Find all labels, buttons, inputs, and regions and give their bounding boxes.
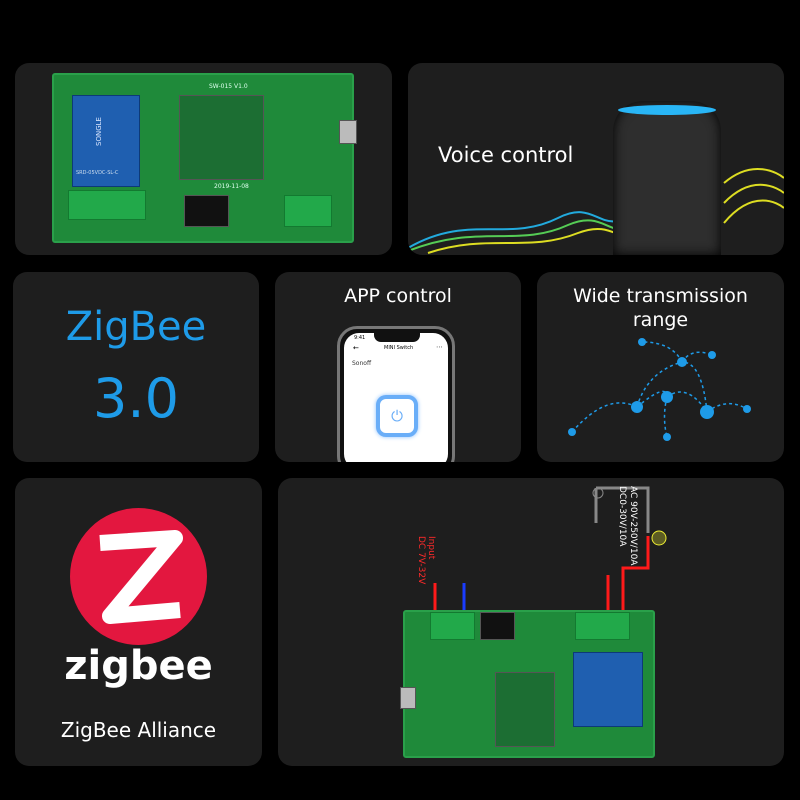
phone-notch [374, 333, 420, 342]
voice-control-panel: Voice control [408, 63, 784, 255]
range-label-line2: range [632, 309, 689, 331]
relay-model: SRD-05VDC-SL-C [76, 170, 119, 176]
back-arrow-icon[interactable]: ← [353, 344, 359, 352]
antenna [184, 195, 229, 227]
network-diagram [568, 338, 751, 441]
zigbee-module [179, 95, 264, 180]
speaker-light-ring [618, 105, 716, 115]
power-terminal [284, 195, 332, 227]
smart-speaker [613, 101, 721, 255]
phone: 9:41 ← MINI Switch ⋯ Sonoff ⏻ [337, 326, 455, 462]
voice-control-label: Voice control [438, 143, 574, 167]
zigbee-title: ZigBee [65, 304, 207, 350]
app-control-panel: APP control 9:41 ← MINI Switch ⋯ Sonoff … [275, 272, 521, 462]
phone-time: 9:41 [354, 335, 366, 341]
phone-brand: Sonoff [352, 360, 372, 367]
output-terminal [575, 612, 630, 640]
silkscreen-date: 2019-11-08 [214, 183, 249, 190]
antenna [480, 612, 515, 640]
zigbee-version-panel: ZigBee 3.0 [13, 272, 259, 462]
zigbee-version: 3.0 [93, 367, 179, 430]
relay: SONGLE [72, 95, 140, 187]
board-photo-panel: SONGLE SW-015 V1.0 2019-11-08 SRD-05VDC-… [15, 63, 392, 255]
input-terminal [430, 612, 475, 640]
app-control-label: APP control [344, 285, 452, 307]
phone-title: MINI Switch [384, 345, 414, 351]
wiring-lines [433, 486, 667, 613]
bulb-icon [651, 530, 667, 546]
terminal-block [68, 190, 146, 220]
zigbee-alliance-panel: zigbee ZigBee Alliance [15, 478, 262, 766]
more-icon[interactable]: ⋯ [436, 343, 443, 351]
relay-brand: SONGLE [95, 117, 103, 146]
zigbee-logo [70, 508, 207, 645]
relay [573, 652, 643, 727]
power-icon: ⏻ [391, 407, 403, 425]
zigbee-module [495, 672, 555, 747]
zigbee-z-mark [99, 530, 183, 624]
pcb-board: SONGLE SW-015 V1.0 2019-11-08 SRD-05VDC-… [52, 73, 357, 243]
phone-screen: 9:41 ← MINI Switch ⋯ Sonoff ⏻ [344, 333, 448, 462]
wiring-pcb-board [400, 610, 655, 758]
usb-port [339, 120, 357, 144]
silkscreen-text: SW-015 V1.0 [209, 83, 248, 90]
zigbee-alliance-label: ZigBee Alliance [60, 718, 217, 742]
transmission-range-panel: Wide transmission range [537, 272, 784, 462]
power-button[interactable]: ⏻ [376, 395, 418, 437]
usb-port [400, 687, 416, 709]
range-label-line1: Wide transmission [573, 285, 748, 307]
zigbee-logo-text: zigbee [64, 643, 213, 689]
